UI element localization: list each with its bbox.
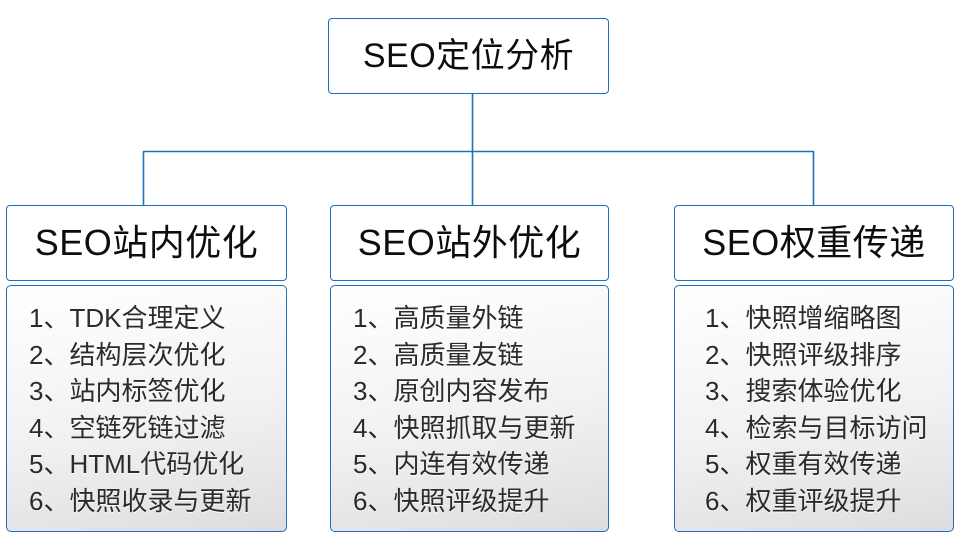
list-item: 6、权重评级提升 [705,485,902,516]
branch-body-2: 1、高质量外链 2、高质量友链 3、原创内容发布 4、快照抓取与更新 5、内连有… [330,285,609,532]
root-node[interactable]: SEO定位分析 [328,18,609,94]
list-item: 1、快照增缩略图 [705,303,902,333]
list-item: 2、快照评级排序 [705,339,902,370]
list-item: 6、快照收录与更新 [29,485,252,516]
branch-header-3[interactable]: SEO权重传递 [674,205,954,281]
list-item: 3、原创内容发布 [353,376,550,406]
list-item: 4、空链死链过滤 [29,412,226,443]
list-item: 2、高质量友链 [353,339,524,370]
branch-column-3: SEO权重传递 1、快照增缩略图 2、快照评级排序 3、搜索体验优化 4、检索与… [674,205,954,532]
branch-header-label-2: SEO站外优化 [357,222,582,263]
branch-header-label-3: SEO权重传递 [702,222,926,263]
list-item: 6、快照评级提升 [353,485,550,516]
branch-header-label-1: SEO站内优化 [34,222,259,263]
list-item: 5、内连有效传递 [353,449,550,479]
list-item: 4、快照抓取与更新 [353,412,576,443]
list-item: 4、检索与目标访问 [705,412,928,443]
branch-column-1: SEO站内优化 1、TDK合理定义 2、结构层次优化 3、站内标签优化 4、空链… [6,205,287,532]
list-item: 3、搜索体验优化 [705,376,902,406]
branch-body-1: 1、TDK合理定义 2、结构层次优化 3、站内标签优化 4、空链死链过滤 5、H… [6,285,287,532]
list-item: 5、权重有效传递 [705,449,902,479]
list-item: 3、站内标签优化 [29,376,226,406]
branch-header-2[interactable]: SEO站外优化 [330,205,609,281]
list-item: 1、TDK合理定义 [29,303,226,333]
branch-column-2: SEO站外优化 1、高质量外链 2、高质量友链 3、原创内容发布 4、快照抓取与… [330,205,609,532]
list-item: 2、结构层次优化 [29,339,226,370]
list-item: 1、高质量外链 [353,303,524,333]
root-node-label: SEO定位分析 [362,37,575,75]
list-item: 5、HTML代码优化 [29,449,245,479]
branch-item-list-3: 1、快照增缩略图 2、快照评级排序 3、搜索体验优化 4、检索与目标访问 5、权… [675,300,953,519]
branch-header-1[interactable]: SEO站内优化 [6,205,287,281]
branch-item-list-1: 1、TDK合理定义 2、结构层次优化 3、站内标签优化 4、空链死链过滤 5、H… [7,300,286,519]
branch-item-list-2: 1、高质量外链 2、高质量友链 3、原创内容发布 4、快照抓取与更新 5、内连有… [331,300,608,519]
branch-body-3: 1、快照增缩略图 2、快照评级排序 3、搜索体验优化 4、检索与目标访问 5、权… [674,285,954,532]
